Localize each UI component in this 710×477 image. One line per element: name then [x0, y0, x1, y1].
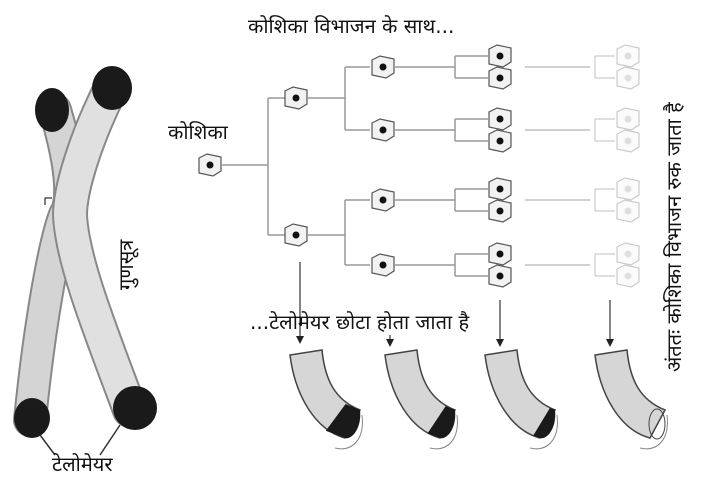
cell	[284, 223, 308, 247]
chromosome-end	[484, 349, 558, 450]
exposed-end	[648, 408, 666, 440]
cell-body	[616, 177, 640, 201]
telomere-cap	[325, 404, 361, 439]
cell-nucleus	[624, 272, 632, 280]
cell	[616, 66, 640, 90]
cell-nucleus	[206, 161, 214, 169]
cell	[371, 253, 395, 277]
cell-nucleus	[624, 207, 632, 215]
cell	[616, 242, 640, 266]
chromosome-end	[594, 349, 668, 450]
cell-nucleus	[496, 137, 504, 145]
cell-body	[616, 107, 640, 131]
chromosome-end	[384, 349, 458, 450]
cell-nucleus	[292, 94, 300, 102]
lost-telomere-outline	[334, 414, 363, 450]
cell-body	[616, 242, 640, 266]
arrow-head	[606, 339, 614, 347]
lost-telomere-outline	[639, 414, 668, 450]
cell	[371, 118, 395, 142]
telomere-cap	[35, 88, 69, 132]
cell	[616, 177, 640, 201]
title-division: कोशिका विभाजन के साथ...	[248, 14, 455, 38]
telomere-cap	[14, 398, 50, 438]
cell	[488, 199, 512, 223]
cell-nucleus	[624, 52, 632, 60]
cell	[616, 199, 640, 223]
cell	[616, 107, 640, 131]
cell-nucleus	[496, 272, 504, 280]
cell	[616, 129, 640, 153]
cell	[488, 66, 512, 90]
chromosome-end	[289, 349, 363, 450]
cell-nucleus	[496, 250, 504, 258]
cell-nucleus	[379, 196, 387, 204]
label-telomere-shortens: ...टेलोमेयर छोटा होता जाता है	[250, 310, 470, 334]
label-chromosome: गुणसूत्र	[114, 239, 138, 290]
cell-nucleus	[624, 185, 632, 193]
cell-nucleus	[496, 52, 504, 60]
label-telomere: टेलोमेयर	[52, 452, 113, 476]
telomere-ends	[289, 262, 668, 450]
cell-body	[616, 66, 640, 90]
lost-telomere-outline	[529, 414, 558, 450]
telomere-cap	[92, 66, 132, 110]
cell	[616, 264, 640, 288]
chromosome-arm	[594, 349, 667, 439]
cell	[488, 129, 512, 153]
cell	[371, 55, 395, 79]
cell	[488, 177, 512, 201]
label-division-stops: अंततः कोशिका विभाजन रुक जाता है	[662, 102, 686, 372]
cell-body	[616, 44, 640, 68]
cell	[198, 153, 222, 177]
cell	[488, 44, 512, 68]
arrow-head	[386, 339, 394, 347]
telomere-cap	[533, 407, 556, 439]
arrow-head	[296, 336, 304, 344]
cell	[616, 44, 640, 68]
cell-body	[616, 264, 640, 288]
cell-nucleus	[624, 115, 632, 123]
cell-nucleus	[379, 261, 387, 269]
cell-nucleus	[496, 74, 504, 82]
cell-nucleus	[624, 74, 632, 82]
cell-division-tree	[198, 44, 640, 288]
cell-nucleus	[379, 126, 387, 134]
cell-nucleus	[496, 207, 504, 215]
cell-body	[616, 129, 640, 153]
cell-nucleus	[624, 137, 632, 145]
cell	[488, 242, 512, 266]
cell	[371, 188, 395, 212]
label-cell: कोशिका	[168, 120, 228, 144]
cell-nucleus	[379, 63, 387, 71]
cell	[488, 264, 512, 288]
cell-nucleus	[624, 250, 632, 258]
cell-body	[616, 199, 640, 223]
cell-nucleus	[496, 185, 504, 193]
cell	[284, 86, 308, 110]
telomere-cap	[427, 406, 456, 439]
cell	[488, 107, 512, 131]
chromosome	[13, 66, 157, 456]
telomere-cap	[113, 386, 157, 430]
lost-telomere-outline	[429, 414, 458, 450]
cell-nucleus	[292, 231, 300, 239]
cell-nucleus	[496, 115, 504, 123]
arrow-head	[496, 339, 504, 347]
